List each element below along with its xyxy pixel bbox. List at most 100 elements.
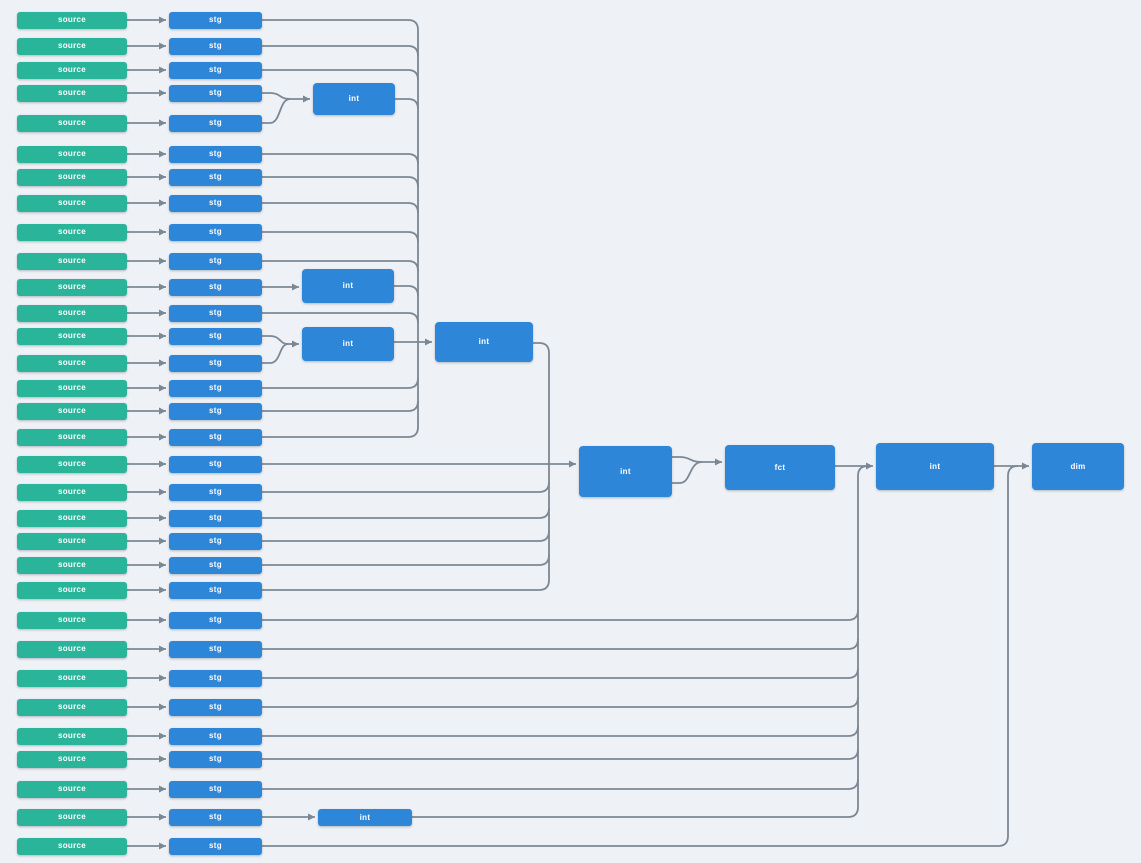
int-e-node[interactable]: int bbox=[876, 443, 994, 490]
int-b2-node[interactable]: int bbox=[302, 327, 394, 361]
source-node-22[interactable]: source bbox=[17, 556, 127, 574]
int-c-node[interactable]: int bbox=[435, 322, 533, 362]
source-node-12[interactable]: source bbox=[17, 304, 127, 322]
stg-node-7[interactable]: stg bbox=[169, 168, 262, 186]
stg-node-13[interactable]: stg bbox=[169, 327, 262, 345]
source-node-8[interactable]: source bbox=[17, 194, 127, 212]
stg-node-6[interactable]: stg bbox=[169, 145, 262, 163]
source-node-21[interactable]: source bbox=[17, 532, 127, 550]
stg-node-24[interactable]: stg bbox=[169, 611, 262, 629]
edge-path bbox=[672, 461, 703, 484]
node-label: source bbox=[57, 198, 87, 207]
stg-node-28[interactable]: stg bbox=[169, 727, 262, 745]
stg-node-30[interactable]: stg bbox=[169, 780, 262, 798]
edge-path bbox=[262, 45, 419, 57]
stg-node-12[interactable]: stg bbox=[169, 304, 262, 322]
source-node-9[interactable]: source bbox=[17, 223, 127, 241]
source-node-24[interactable]: source bbox=[17, 611, 127, 629]
source-node-6[interactable]: source bbox=[17, 145, 127, 163]
node-label: source bbox=[57, 88, 87, 97]
fct-node[interactable]: fct bbox=[725, 445, 835, 490]
stg-node-31[interactable]: stg bbox=[169, 808, 262, 826]
source-node-32[interactable]: source bbox=[17, 837, 127, 855]
source-node-5[interactable]: source bbox=[17, 114, 127, 132]
source-node-11[interactable]: source bbox=[17, 278, 127, 296]
stg-node-1[interactable]: stg bbox=[169, 11, 262, 29]
node-label: source bbox=[57, 644, 87, 653]
source-node-26[interactable]: source bbox=[17, 669, 127, 687]
source-node-14[interactable]: source bbox=[17, 354, 127, 372]
source-node-7[interactable]: source bbox=[17, 168, 127, 186]
stg-node-8[interactable]: stg bbox=[169, 194, 262, 212]
stg-node-15[interactable]: stg bbox=[169, 379, 262, 397]
source-node-27[interactable]: source bbox=[17, 698, 127, 716]
source-node-30[interactable]: source bbox=[17, 780, 127, 798]
node-label: stg bbox=[209, 459, 222, 468]
source-node-3[interactable]: source bbox=[17, 61, 127, 79]
source-node-2[interactable]: source bbox=[17, 37, 127, 55]
source-node-29[interactable]: source bbox=[17, 750, 127, 768]
int-a-node[interactable]: int bbox=[313, 83, 395, 115]
stg-node-29[interactable]: stg bbox=[169, 750, 262, 768]
node-label: stg bbox=[209, 784, 222, 793]
source-node-18[interactable]: source bbox=[17, 455, 127, 473]
stg-node-11[interactable]: stg bbox=[169, 278, 262, 296]
dim-node[interactable]: dim bbox=[1032, 443, 1124, 490]
edge-path bbox=[262, 667, 859, 679]
node-label: stg bbox=[209, 88, 222, 97]
node-label: stg bbox=[209, 282, 222, 291]
node-label: source bbox=[57, 841, 87, 850]
edge-path bbox=[262, 312, 419, 324]
source-node-23[interactable]: source bbox=[17, 581, 127, 599]
stg-node-10[interactable]: stg bbox=[169, 252, 262, 270]
stg-node-4[interactable]: stg bbox=[169, 84, 262, 102]
stg-node-18[interactable]: stg bbox=[169, 455, 262, 473]
source-node-19[interactable]: source bbox=[17, 483, 127, 501]
stg-node-17[interactable]: stg bbox=[169, 428, 262, 446]
stg-node-23[interactable]: stg bbox=[169, 581, 262, 599]
stg-node-5[interactable]: stg bbox=[169, 114, 262, 132]
source-node-15[interactable]: source bbox=[17, 379, 127, 397]
int-d-node[interactable]: int bbox=[579, 446, 672, 497]
source-node-1[interactable]: source bbox=[17, 11, 127, 29]
node-label: stg bbox=[209, 487, 222, 496]
source-node-25[interactable]: source bbox=[17, 640, 127, 658]
source-node-10[interactable]: source bbox=[17, 252, 127, 270]
node-label: int bbox=[342, 339, 354, 348]
source-node-16[interactable]: source bbox=[17, 402, 127, 420]
stg-node-25[interactable]: stg bbox=[169, 640, 262, 658]
node-label: source bbox=[57, 308, 87, 317]
source-node-17[interactable]: source bbox=[17, 428, 127, 446]
node-label: source bbox=[57, 702, 87, 711]
edge-path bbox=[262, 343, 289, 364]
source-node-13[interactable]: source bbox=[17, 327, 127, 345]
source-node-31[interactable]: source bbox=[17, 808, 127, 826]
stg-node-9[interactable]: stg bbox=[169, 223, 262, 241]
stg-node-26[interactable]: stg bbox=[169, 669, 262, 687]
edge-path bbox=[262, 481, 550, 493]
edge-path bbox=[857, 465, 869, 477]
stg-node-16[interactable]: stg bbox=[169, 402, 262, 420]
int-b1-node[interactable]: int bbox=[302, 269, 394, 303]
stg-node-2[interactable]: stg bbox=[169, 37, 262, 55]
stg-node-20[interactable]: stg bbox=[169, 509, 262, 527]
node-label: source bbox=[57, 65, 87, 74]
edge-path bbox=[262, 609, 859, 621]
source-node-4[interactable]: source bbox=[17, 84, 127, 102]
stg-node-27[interactable]: stg bbox=[169, 698, 262, 716]
stg-node-19[interactable]: stg bbox=[169, 483, 262, 501]
stg-node-32[interactable]: stg bbox=[169, 837, 262, 855]
node-label: stg bbox=[209, 41, 222, 50]
stg-node-22[interactable]: stg bbox=[169, 556, 262, 574]
stg-node-21[interactable]: stg bbox=[169, 532, 262, 550]
int-f-node[interactable]: int bbox=[318, 809, 412, 826]
edge-path bbox=[262, 69, 419, 81]
node-label: stg bbox=[209, 841, 222, 850]
node-label: stg bbox=[209, 198, 222, 207]
edge-path bbox=[262, 260, 419, 272]
source-node-20[interactable]: source bbox=[17, 509, 127, 527]
source-node-28[interactable]: source bbox=[17, 727, 127, 745]
stg-node-3[interactable]: stg bbox=[169, 61, 262, 79]
stg-node-14[interactable]: stg bbox=[169, 354, 262, 372]
